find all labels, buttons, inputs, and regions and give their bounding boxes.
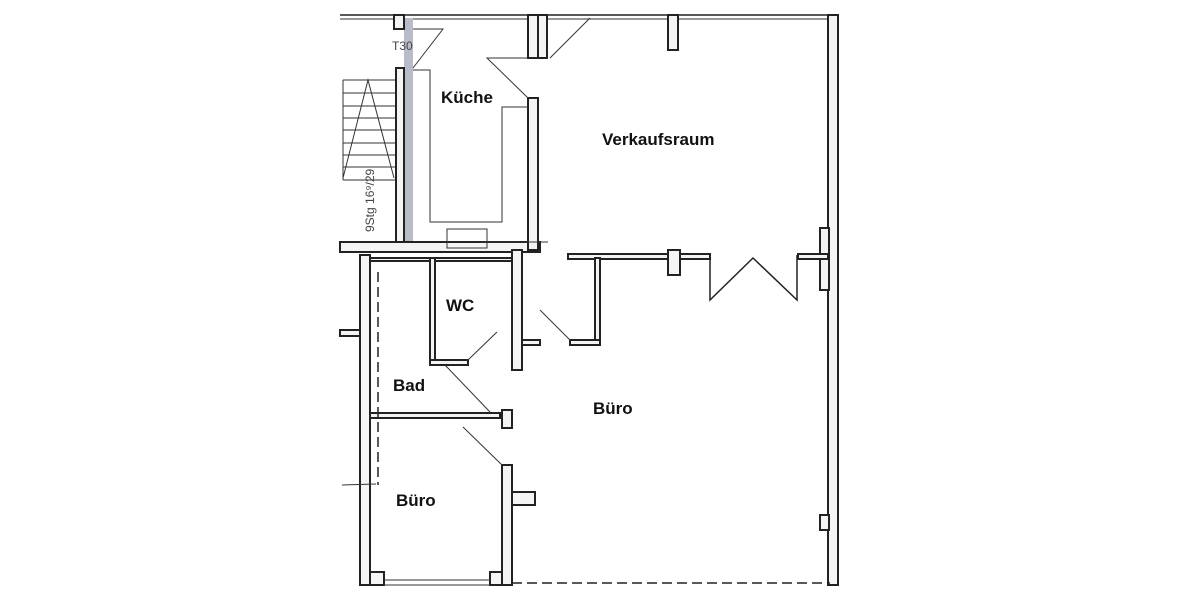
room-label-sales-room: Verkaufsraum: [602, 130, 714, 149]
room-label-wc: WC: [446, 296, 474, 315]
room-label-office-small: Büro: [396, 491, 436, 510]
fire-door-label: T30: [392, 39, 413, 53]
room-label-kitchen: Küche: [441, 88, 493, 107]
room-label-bath: Bad: [393, 376, 425, 395]
kitchen-counter: [413, 69, 548, 249]
walls: [339, 14, 839, 586]
staircase: [342, 78, 395, 181]
stairs-label: 9Stg 16⁹/29: [363, 168, 377, 232]
folding-door: [709, 255, 798, 302]
highlight-strip: [404, 18, 413, 248]
doors: [341, 17, 798, 486]
room-label-office-main: Büro: [593, 399, 633, 418]
